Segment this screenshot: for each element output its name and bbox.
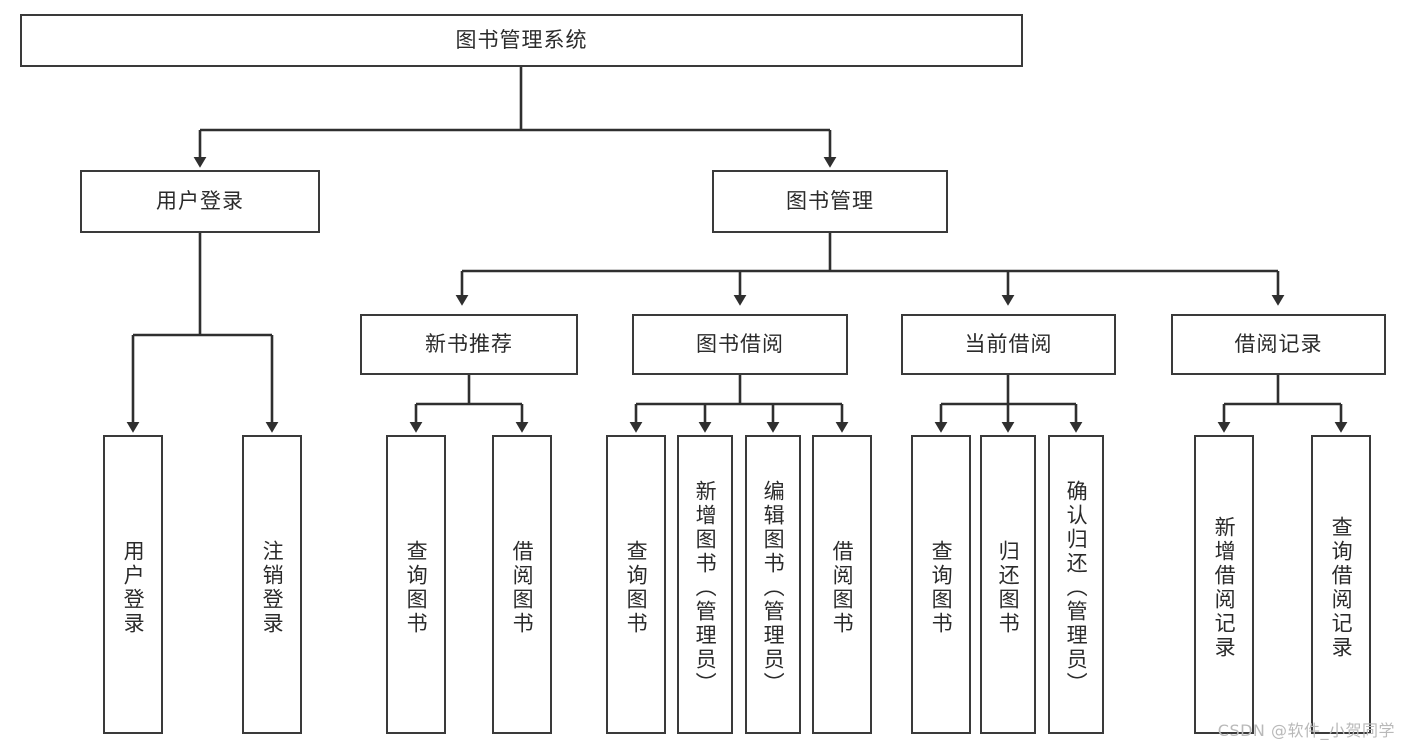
node-book-borrow[interactable]: 图书借阅 [632,314,848,375]
leaf-query-book-recommend[interactable]: 查询图书 [386,435,446,734]
node-label: 新书推荐 [425,331,513,356]
node-root-system[interactable]: 图书管理系统 [20,14,1023,67]
node-current-borrow[interactable]: 当前借阅 [901,314,1116,375]
leaf-query-book-borrow[interactable]: 查询图书 [606,435,666,734]
node-label: 查询图书 [624,539,649,636]
node-label: 借阅图书 [510,539,535,636]
leaf-edit-book-admin[interactable]: 编辑图书（管理员） [745,435,801,734]
leaf-logout[interactable]: 注销登录 [242,435,302,734]
node-label: 归还图书 [996,539,1021,636]
node-label: 借阅记录 [1234,331,1323,356]
node-borrow-record[interactable]: 借阅记录 [1171,314,1386,375]
node-label: 图书管理系统 [455,27,588,52]
node-label: 图书借阅 [696,331,784,356]
leaf-query-borrow-record[interactable]: 查询借阅记录 [1311,435,1371,734]
leaf-query-book-current[interactable]: 查询图书 [911,435,971,734]
leaf-add-borrow-record[interactable]: 新增借阅记录 [1194,435,1254,734]
node-label: 用户登录 [156,188,244,213]
node-new-book-recommend[interactable]: 新书推荐 [360,314,578,375]
leaf-user-login[interactable]: 用户登录 [103,435,163,734]
node-label: 查询借阅记录 [1329,515,1354,660]
node-label: 确认归还（管理员） [1064,479,1089,696]
leaf-borrow-book[interactable]: 借阅图书 [812,435,872,734]
node-label: 注销登录 [260,539,285,636]
leaf-return-book[interactable]: 归还图书 [980,435,1036,734]
leaf-confirm-return-admin[interactable]: 确认归还（管理员） [1048,435,1104,734]
node-label: 图书管理 [786,188,874,213]
node-label: 查询图书 [404,539,429,636]
node-book-management[interactable]: 图书管理 [712,170,948,233]
node-label: 查询图书 [929,539,954,636]
leaf-borrow-book-recommend[interactable]: 借阅图书 [492,435,552,734]
node-label: 用户登录 [121,539,146,636]
node-label: 新增借阅记录 [1212,515,1237,660]
node-user-login[interactable]: 用户登录 [80,170,320,233]
node-label: 新增图书（管理员） [693,479,718,696]
node-label: 编辑图书（管理员） [761,479,786,696]
leaf-add-book-admin[interactable]: 新增图书（管理员） [677,435,733,734]
node-label: 借阅图书 [830,539,855,636]
node-label: 当前借阅 [964,331,1053,356]
csdn-watermark: CSDN @软件_小贺同学 [1217,721,1395,740]
